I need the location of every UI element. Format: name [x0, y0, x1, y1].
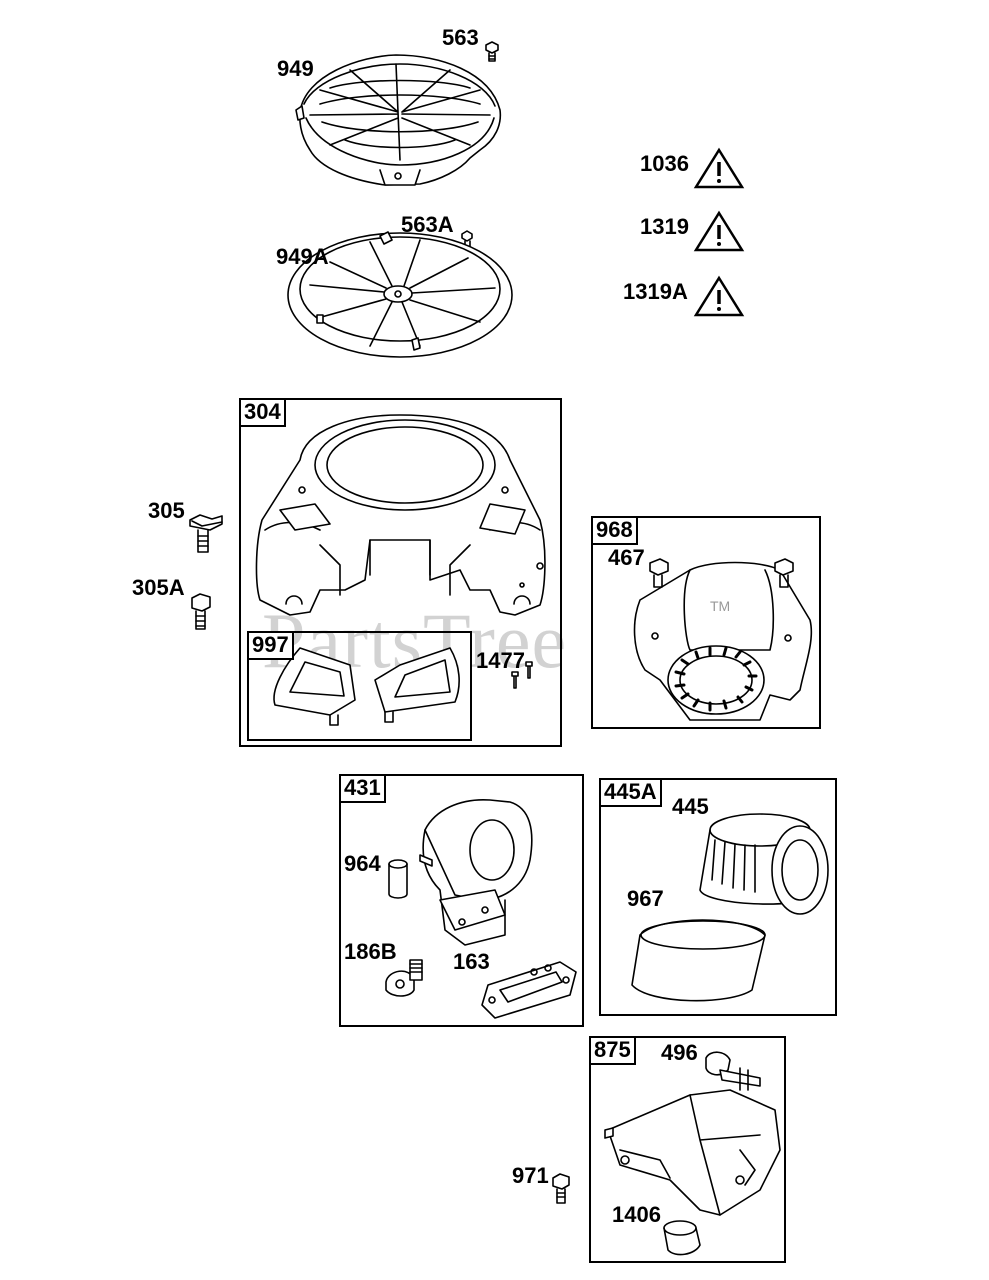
part-label-563: 563 — [442, 25, 479, 50]
bolt-305 — [189, 514, 223, 553]
part-label-1319: 1319 — [640, 214, 689, 239]
part-label-445: 445 — [672, 794, 709, 819]
air-intake-875 — [604, 1089, 781, 1216]
part-label-1036: 1036 — [640, 151, 689, 176]
screen-949 — [295, 54, 502, 186]
warning-triangle-icon — [693, 275, 745, 317]
warning-triangle-icon — [693, 147, 745, 189]
screw-563 — [485, 41, 499, 62]
group-label-304: 304 — [239, 398, 286, 427]
warning-triangle-icon — [693, 210, 745, 252]
part-label-186B: 186B — [344, 939, 397, 964]
elbow-1406 — [663, 1220, 701, 1256]
part-label-563A: 563A — [401, 212, 454, 237]
air-cleaner-base-431 — [419, 799, 533, 946]
part-label-496: 496 — [661, 1040, 698, 1065]
part-label-1319A: 1319A — [623, 279, 688, 304]
group-label-968: 968 — [591, 516, 638, 545]
part-label-163: 163 — [453, 949, 490, 974]
group-box-445A — [599, 778, 837, 1016]
part-label-467: 467 — [608, 545, 645, 570]
part-label-967: 967 — [627, 886, 664, 911]
air-cleaner-cover-968 — [633, 558, 813, 721]
group-label-445A: 445A — [599, 778, 662, 807]
part-label-971: 971 — [512, 1163, 549, 1188]
group-label-997: 997 — [247, 631, 294, 660]
group-box-968 — [591, 516, 821, 729]
group-label-875: 875 — [589, 1036, 636, 1065]
filter-445 — [699, 813, 829, 915]
screen-949A — [287, 231, 513, 358]
part-label-1477: 1477 — [476, 648, 525, 673]
group-box-875 — [589, 1036, 786, 1263]
part-label-964: 964 — [344, 851, 381, 876]
clamp-496 — [705, 1051, 761, 1091]
screws-1477 — [511, 661, 533, 689]
screw-971 — [552, 1173, 570, 1204]
bolt-305A — [191, 593, 211, 630]
blower-housing-304 — [255, 414, 546, 616]
group-box-997 — [247, 631, 472, 741]
part-label-949: 949 — [277, 56, 314, 81]
pre-cleaner-967 — [631, 919, 766, 1002]
group-label-431: 431 — [339, 774, 386, 803]
trademark-mark: TM — [710, 598, 731, 614]
tube-964 — [388, 859, 408, 899]
part-label-305A: 305A — [132, 575, 185, 600]
fitting-186B — [385, 959, 423, 997]
baffles-997 — [273, 647, 460, 726]
group-box-431 — [339, 774, 584, 1027]
part-label-305: 305 — [148, 498, 185, 523]
part-label-949A: 949A — [276, 244, 329, 269]
part-label-1406: 1406 — [612, 1202, 661, 1227]
group-box-304 — [239, 398, 562, 747]
gasket-163 — [481, 961, 577, 1019]
